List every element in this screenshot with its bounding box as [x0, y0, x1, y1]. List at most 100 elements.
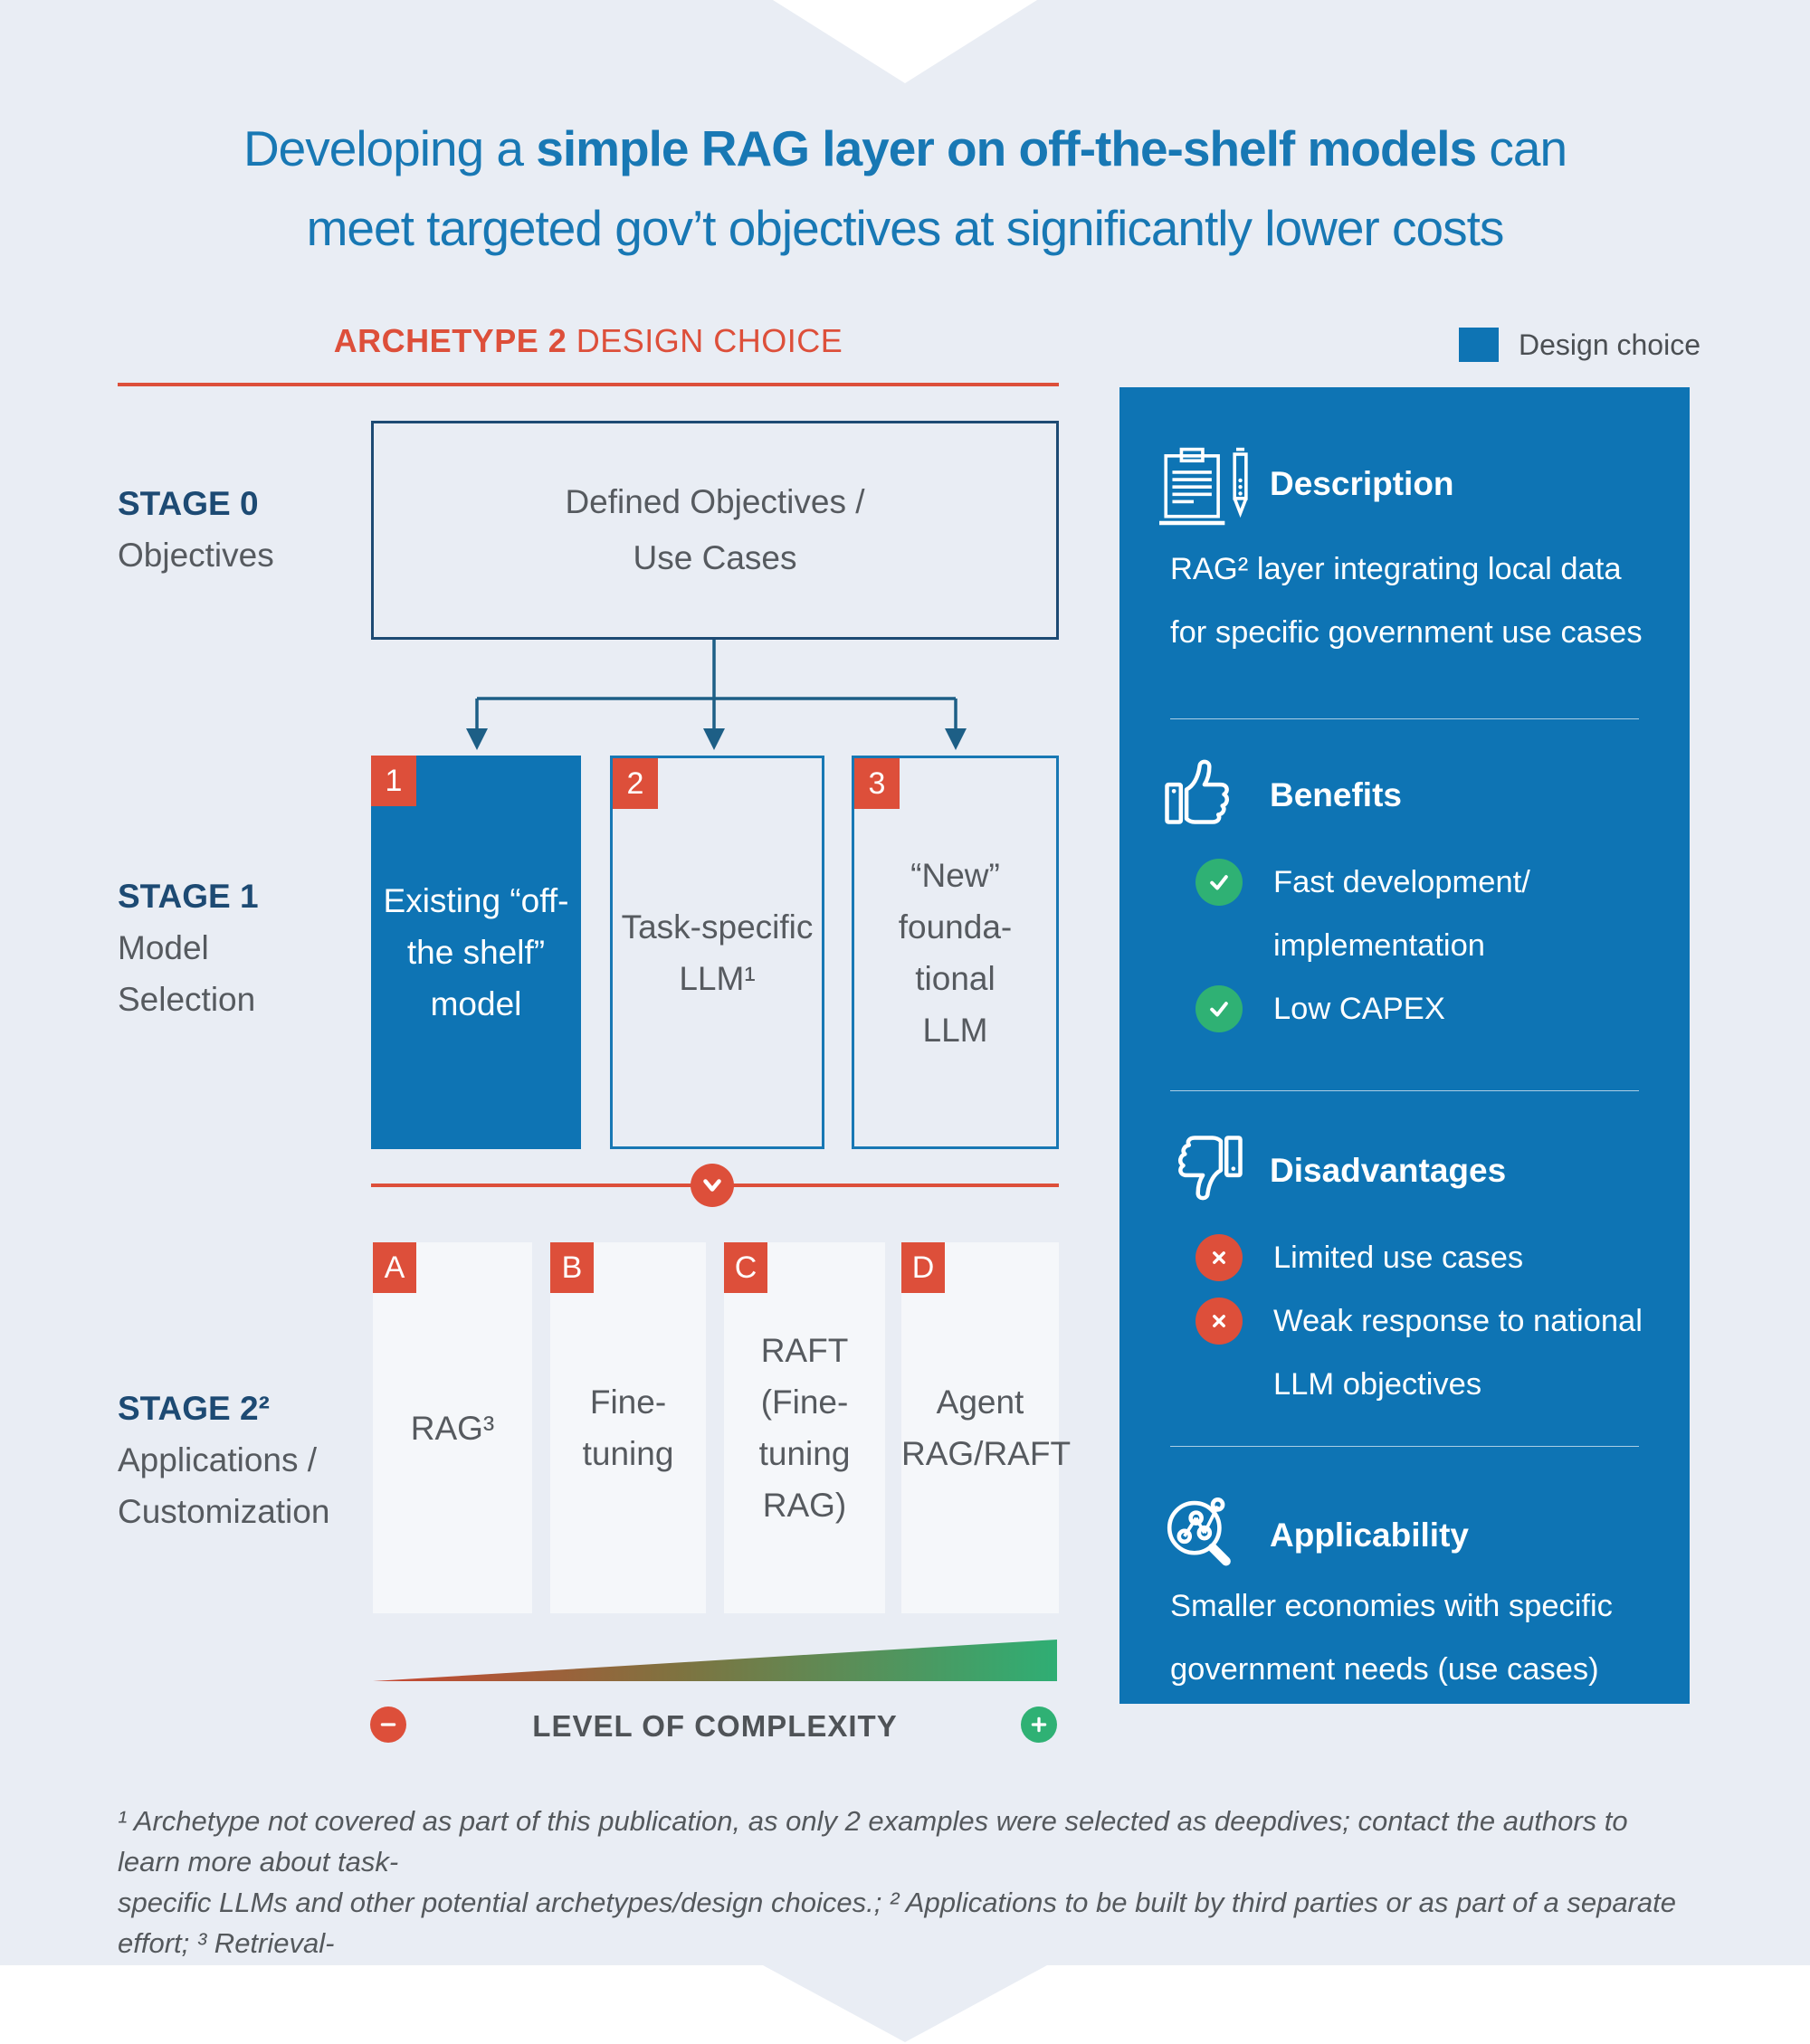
option-line: model: [430, 985, 522, 1022]
benefit-item: Fast development/ implementation: [1196, 851, 1530, 977]
x-icon: [1196, 1298, 1243, 1345]
option-badge: B: [550, 1242, 594, 1293]
option-line: RAFT: [760, 1332, 849, 1369]
benefit-text-line: Low CAPEX: [1273, 992, 1445, 1026]
stage1-option-new-foundational-llm: 3 “New” founda- tional LLM: [852, 756, 1059, 1149]
minus-icon: [370, 1707, 406, 1743]
option-line: the shelf”: [406, 934, 546, 971]
archetype-underline: [118, 383, 1059, 386]
check-icon: [1196, 859, 1243, 906]
plus-icon: [1021, 1707, 1057, 1743]
option-line: LLM: [922, 1011, 988, 1049]
disadvantage-text: Weak response to national LLM objectives: [1273, 1289, 1643, 1416]
check-icon: [1196, 985, 1243, 1032]
option-line: Task-specific: [621, 908, 814, 946]
stage2-option-agent-rag-raft: D Agent RAG/RAFT: [901, 1242, 1072, 1613]
chevron-down-icon: [691, 1164, 734, 1207]
benefit-text-line: implementation: [1273, 928, 1485, 963]
disadvantage-item: Limited use cases: [1196, 1226, 1523, 1289]
option-line: Existing “off-: [383, 882, 569, 919]
option-badge: D: [901, 1242, 945, 1293]
stage0-objectives-box: Defined Objectives / Use Cases: [371, 421, 1059, 640]
stage2-label-sub: Applications /: [118, 1441, 318, 1478]
archetype-heading: ARCHETYPE 2 DESIGN CHOICE: [333, 322, 843, 359]
disadvantage-text-line: Weak response to national: [1273, 1304, 1643, 1338]
description-body-line: RAG² layer integrating local data: [1170, 552, 1622, 586]
stage1-label-sub: Model: [118, 929, 209, 966]
stage2-option-fine-tuning: B Fine- tuning: [550, 1242, 706, 1613]
stage1-label-title: STAGE 1: [118, 878, 259, 915]
benefit-text: Fast development/ implementation: [1273, 851, 1530, 977]
clipboard-pen-icon: [1159, 447, 1248, 526]
stage0-label-sub: Objectives: [118, 537, 274, 574]
design-choice-legend: Design choice: [1459, 328, 1700, 362]
legend-label: Design choice: [1519, 328, 1700, 361]
complexity-gradient-wedge: [373, 1640, 1057, 1681]
stage0-box-line: Use Cases: [633, 539, 797, 576]
stage0-label-title: STAGE 0: [118, 485, 259, 522]
option-line: (Fine-: [760, 1383, 849, 1421]
stage2-label-sub: Customization: [118, 1493, 330, 1530]
benefit-text-line: Fast development/: [1273, 865, 1530, 899]
option-badge: 2: [613, 758, 658, 809]
option-badge: 1: [371, 756, 416, 806]
benefits-title: Benefits: [1270, 776, 1402, 813]
option-badge: A: [373, 1242, 416, 1293]
stage1-label: STAGE 1 Model Selection: [118, 870, 259, 1025]
stage0-box-line: Defined Objectives /: [565, 483, 865, 520]
panel-divider: [1170, 1090, 1639, 1091]
title-line-2: meet targeted gov’t objectives at signif…: [306, 200, 1505, 256]
option-line: Fine-: [589, 1383, 667, 1421]
stage1-option-task-specific-llm: 2 Task-specific LLM¹: [610, 756, 824, 1149]
option-line: RAG/RAFT: [901, 1435, 1072, 1472]
top-notch-decoration: [773, 0, 1037, 83]
disadvantage-text: Limited use cases: [1273, 1226, 1523, 1289]
description-body-line: for specific government use cases: [1170, 615, 1643, 650]
applicability-body-line: government needs (use cases): [1170, 1652, 1599, 1687]
applicability-magnifier-icon: [1167, 1497, 1231, 1566]
option-line: RAG): [762, 1487, 847, 1524]
page-title: Developing a simple RAG layer on off-the…: [0, 109, 1810, 268]
option-line: LLM¹: [679, 959, 756, 997]
stage0-label: STAGE 0 Objectives: [118, 478, 274, 581]
disadvantages-title: Disadvantages: [1270, 1152, 1507, 1189]
option-badge: C: [724, 1242, 767, 1293]
benefit-item: Low CAPEX: [1196, 977, 1445, 1041]
option-line: Agent: [936, 1383, 1024, 1421]
applicability-body: Smaller economies with specific governme…: [1170, 1574, 1613, 1701]
applicability-title: Applicability: [1270, 1516, 1469, 1554]
stage2-option-rag: A RAG³: [373, 1242, 532, 1613]
option-line: tuning: [582, 1435, 674, 1472]
description-title: Description: [1270, 465, 1454, 502]
option-line: tional: [915, 959, 996, 997]
thumbs-down-icon: [1178, 1136, 1243, 1201]
title-line-1: Developing a simple RAG layer on off-the…: [243, 120, 1567, 176]
disadvantage-text-line: Limited use cases: [1273, 1241, 1524, 1275]
option-line: “New”: [910, 856, 1000, 894]
flow-connector-arrows: [466, 640, 967, 750]
bottom-notch-decoration: [763, 1965, 1047, 2042]
stage1-option-existing-off-the-shelf-model: 1 Existing “off- the shelf” model: [371, 756, 581, 1149]
option-line: RAG³: [410, 1409, 495, 1447]
option-badge: 3: [854, 758, 900, 809]
complexity-axis-label: LEVEL OF COMPLEXITY: [532, 1709, 898, 1743]
stage2-label-title: STAGE 2²: [118, 1390, 270, 1427]
panel-divider: [1170, 1446, 1639, 1447]
design-choice-detail-panel: Description RAG² layer integrating local…: [1119, 387, 1690, 1704]
thumbs-up-icon: [1165, 759, 1229, 824]
disadvantage-item: Weak response to national LLM objectives: [1196, 1289, 1643, 1416]
disadvantage-text-line: LLM objectives: [1273, 1367, 1482, 1402]
design-choice-swatch-icon: [1459, 328, 1499, 362]
panel-divider: [1170, 718, 1639, 719]
footnote-line: ¹ Archetype not covered as part of this …: [118, 1805, 1628, 1878]
x-icon: [1196, 1234, 1243, 1281]
applicability-body-line: Smaller economies with specific: [1170, 1589, 1613, 1623]
stage1-label-sub: Selection: [118, 981, 256, 1018]
description-body: RAG² layer integrating local data for sp…: [1170, 537, 1643, 664]
benefit-text: Low CAPEX: [1273, 977, 1445, 1041]
option-line: founda-: [898, 908, 1013, 946]
footnote-line: specific LLMs and other potential archet…: [118, 1887, 1677, 1959]
option-line: tuning: [758, 1435, 851, 1472]
stage2-label: STAGE 2² Applications / Customization: [118, 1383, 329, 1537]
